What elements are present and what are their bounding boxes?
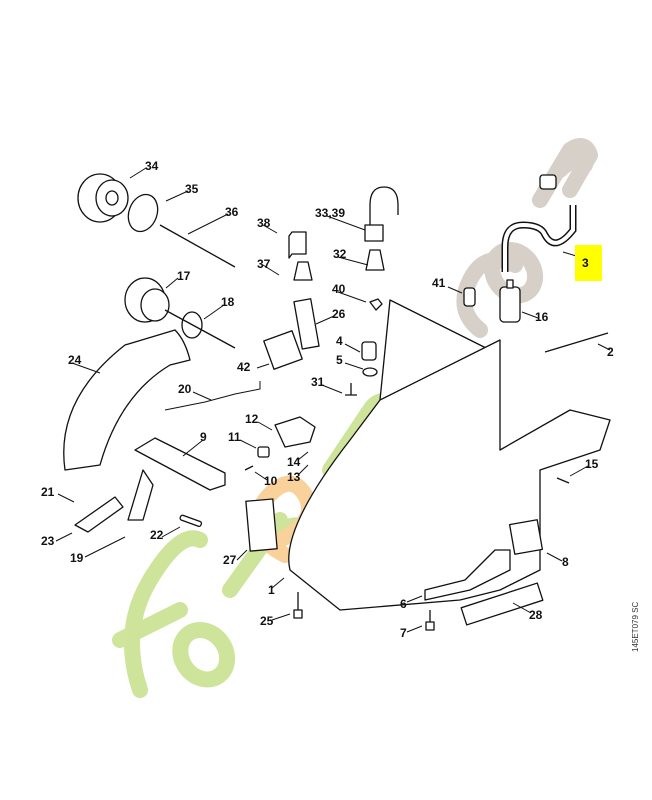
label-22[interactable]: 22 (150, 528, 164, 542)
part-35-washer (127, 193, 159, 233)
label-1[interactable]: 1 (268, 583, 275, 597)
label-9[interactable]: 9 (200, 430, 207, 444)
part-18-rope (164, 309, 236, 349)
part-38-cap (288, 231, 307, 259)
label-21[interactable]: 21 (41, 485, 55, 499)
label-2[interactable]: 2 (607, 345, 614, 359)
part-16-fuel-filter (499, 279, 521, 323)
part-19-trigger (127, 469, 154, 521)
part-20-rod (164, 381, 261, 411)
part-22-pin (179, 514, 203, 528)
part-12-lever (274, 416, 316, 448)
label-16[interactable]: 16 (535, 310, 549, 324)
part-37-plug (293, 261, 313, 281)
part-10-spring (244, 465, 254, 471)
part-33-39-hose (369, 186, 399, 225)
part-9-throttle-shaft (134, 437, 226, 491)
label-28[interactable]: 28 (529, 608, 543, 622)
drawing-code: 145ET079 SC (631, 602, 640, 652)
label-40[interactable]: 40 (332, 282, 346, 296)
label-5[interactable]: 5 (336, 353, 343, 367)
label-26[interactable]: 26 (332, 307, 346, 321)
part-17-rewind (124, 277, 170, 323)
label-14[interactable]: 14 (287, 455, 301, 469)
part-3-fuel-hose (501, 174, 577, 272)
label-24[interactable]: 24 (68, 353, 82, 367)
label-31[interactable]: 31 (311, 375, 325, 389)
label-3[interactable]: 3 (582, 256, 589, 270)
part-26-label (293, 298, 320, 350)
label-27[interactable]: 27 (223, 553, 237, 567)
label-32[interactable]: 32 (333, 247, 347, 261)
label-20[interactable]: 20 (178, 382, 192, 396)
part-36-cable (159, 224, 236, 268)
part-15-screw (556, 477, 570, 484)
label-18[interactable]: 18 (221, 295, 235, 309)
label-13[interactable]: 13 (287, 470, 301, 484)
label-34[interactable]: 34 (145, 159, 159, 173)
label-8[interactable]: 8 (562, 555, 569, 569)
label-42[interactable]: 42 (237, 360, 251, 374)
part-25-screw (293, 592, 303, 619)
part-27-label (245, 498, 278, 552)
part-24-handle (63, 329, 191, 471)
part-31-screw (345, 383, 357, 396)
part-7-screw (425, 610, 435, 631)
label-36[interactable]: 36 (225, 205, 239, 219)
part-32-plug (365, 249, 385, 271)
label-6[interactable]: 6 (400, 597, 407, 611)
label-41[interactable]: 41 (432, 276, 446, 290)
part-6-guard (424, 549, 511, 601)
label-33-39[interactable]: 33,39 (315, 206, 345, 220)
leader-lines (55, 167, 611, 633)
part-41-bushing (463, 287, 476, 307)
part-40-clip (369, 298, 383, 311)
part-33-39-grommet (364, 224, 384, 242)
label-4[interactable]: 4 (336, 334, 343, 348)
label-15[interactable]: 15 (585, 457, 599, 471)
part-5-oring (362, 367, 378, 377)
part-2-bolt (544, 332, 609, 353)
label-11[interactable]: 11 (228, 430, 241, 444)
label-23[interactable]: 23 (41, 534, 55, 548)
label-10[interactable]: 10 (264, 474, 278, 488)
part-11-sleeve (257, 446, 270, 458)
part-42-label (263, 330, 303, 370)
label-25[interactable]: 25 (260, 614, 274, 628)
label-19[interactable]: 19 (70, 551, 84, 565)
part-8-label (508, 519, 544, 555)
label-17[interactable]: 17 (177, 269, 191, 283)
part-28-plate (460, 582, 544, 626)
part-23-trigger-lockout (74, 496, 124, 533)
label-7[interactable]: 7 (400, 626, 407, 640)
label-35[interactable]: 35 (185, 182, 199, 196)
label-37[interactable]: 37 (257, 257, 271, 271)
highlight-box-part-3 (575, 245, 602, 281)
part-4-valve (361, 341, 377, 361)
label-12[interactable]: 12 (245, 412, 259, 426)
label-38[interactable]: 38 (257, 216, 271, 230)
part-34-starter-cover (77, 173, 129, 223)
